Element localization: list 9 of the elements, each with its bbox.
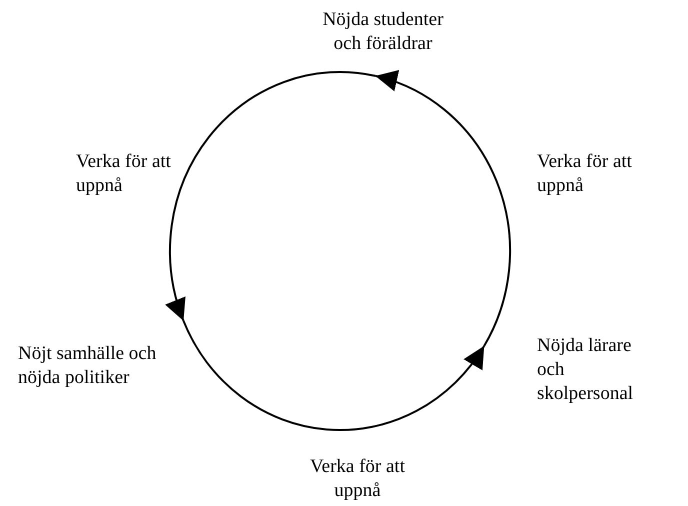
arrow-arc [166,71,376,322]
node-label: Nöjda lärare och skolpersonal [537,334,655,406]
edge-label: Verka för att uppnå [310,455,405,503]
edge-label: Verka för att uppnå [76,150,171,198]
arrow-arc [182,320,486,431]
node-label: Nöjda studenter och föräldrar [308,8,458,56]
edge-label: Verka för att uppnå [537,150,632,198]
node-label: Nöjt samhälle och nöjda politiker [18,342,168,390]
arrow-arc [375,72,511,346]
